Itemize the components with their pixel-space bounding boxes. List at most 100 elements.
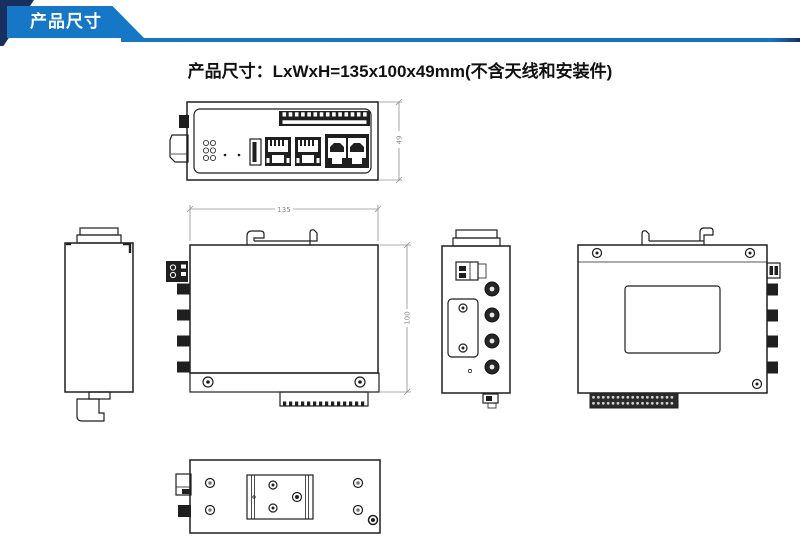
pattern-dot: [606, 395, 610, 399]
pattern-cell: [338, 112, 342, 117]
banner-label: 产品尺寸: [30, 12, 102, 31]
pattern-dot: [597, 395, 600, 399]
pattern-dot: [665, 401, 669, 405]
pattern-dot: [621, 395, 625, 399]
pattern-dot: [606, 401, 610, 405]
pattern-cell: [295, 401, 299, 406]
pattern-dot: [601, 395, 605, 399]
dimension-length: 135: [186, 205, 382, 241]
din-clip-cap: [455, 229, 498, 239]
pattern-dot: [636, 401, 639, 405]
pattern-cell: [301, 401, 305, 406]
screw: [352, 477, 364, 489]
pattern-cell: [288, 112, 293, 117]
terminal-block-bottom: [279, 391, 369, 407]
pattern-dot: [650, 395, 654, 399]
screw: [744, 247, 756, 259]
bottom-connector-icon: [76, 398, 105, 422]
pattern-dot: [611, 401, 615, 405]
terminal-mesh-row2: [592, 401, 674, 405]
screw: [591, 247, 603, 259]
power-terminal-icon: [166, 261, 188, 282]
pattern-cell: [337, 401, 341, 406]
power-terminal-icon: [766, 262, 781, 279]
pattern-cell: [343, 401, 347, 406]
ethernet-dual-port: [325, 134, 369, 168]
side-body-outline: [64, 242, 134, 393]
terminal-pin-row: [282, 112, 367, 117]
height-dimension-label: 100: [404, 311, 412, 324]
antenna-connector-tabs: [177, 283, 190, 373]
pattern-dot: [616, 395, 620, 399]
pattern-cell: [361, 401, 365, 406]
pattern-dot: [646, 401, 649, 405]
pattern-dot: [592, 401, 595, 405]
screw: [204, 504, 216, 516]
dimension-height: 100: [380, 241, 412, 396]
usb-port: [249, 138, 262, 166]
pattern-dot: [646, 395, 649, 399]
front-face-outline: [193, 108, 372, 174]
pattern-dot: [621, 401, 625, 405]
pattern-cell: [349, 401, 353, 406]
pattern-dot: [636, 395, 639, 399]
pattern-dot: [665, 395, 669, 399]
pattern-dot: [670, 395, 674, 399]
length-dimension-label: 135: [277, 206, 290, 214]
pattern-cell: [356, 112, 361, 117]
pinhole-icon: [467, 368, 473, 374]
pattern-dot: [631, 395, 635, 399]
pattern-cell: [325, 112, 330, 117]
pattern-dot: [611, 395, 615, 399]
pattern-dot: [601, 401, 605, 405]
pattern-cell: [332, 112, 336, 117]
antenna-stub-icon: [179, 115, 189, 128]
pattern-cell: [289, 401, 293, 406]
pattern-cell: [319, 401, 323, 406]
pattern-cell: [319, 112, 324, 117]
pattern-cell: [307, 112, 311, 117]
pattern-cell: [313, 112, 318, 117]
sma-antenna-connectors: [484, 281, 500, 375]
din-rail-clip: [246, 229, 318, 245]
din-clip-cap2: [452, 237, 501, 247]
pattern-cell: [363, 112, 367, 117]
pattern-dot: [650, 401, 654, 405]
reset-button-icon: [223, 153, 227, 157]
pattern-cell: [350, 112, 355, 117]
pattern-cell: [344, 112, 349, 117]
side-connectors: [175, 473, 192, 517]
terminal-block-top: [279, 111, 370, 126]
rear-body-outline: [577, 244, 768, 394]
pattern-dot: [660, 401, 664, 405]
bottom-view: [175, 459, 381, 534]
terminal-teeth: [283, 401, 365, 406]
screw: [202, 376, 214, 388]
bottom-body-outline: [189, 459, 381, 534]
depth-dimension-label: 49: [396, 136, 404, 145]
bottom-tab: [88, 391, 111, 400]
top-panel-view: 49: [169, 98, 404, 184]
pattern-cell: [355, 401, 359, 406]
pattern-cell: [294, 112, 299, 117]
power-connector-icon: [169, 134, 189, 163]
right-side-view: [441, 229, 511, 409]
terminal-block-bottom: [589, 392, 679, 409]
side-panel: [447, 298, 479, 358]
pattern-dot: [641, 401, 644, 405]
screw: [367, 514, 379, 526]
antenna-connector-tabs: [767, 283, 778, 374]
label-recess: [624, 285, 721, 354]
page-title: 产品尺寸：LxWxH=135x100x49mm(不含天线和安装件): [187, 62, 613, 81]
front-view: 135: [166, 205, 412, 407]
screw: [204, 477, 216, 489]
pattern-dot: [626, 395, 630, 399]
corner-notch: [123, 242, 132, 253]
banner-underline: [121, 38, 800, 42]
screw: [352, 504, 364, 516]
din-mount-plate: [246, 474, 314, 520]
din-clip-cap: [79, 227, 119, 236]
bottom-clip: [482, 393, 499, 409]
